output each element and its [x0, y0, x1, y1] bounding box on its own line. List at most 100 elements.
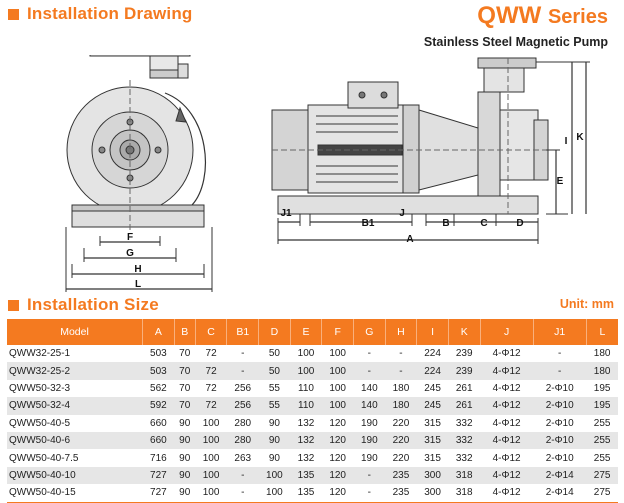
table-cell: 135: [290, 466, 322, 485]
table-cell: 120: [329, 417, 346, 429]
table-cell: 315: [424, 452, 441, 464]
table-cell: 100: [297, 348, 315, 360]
table-cell: 70: [179, 382, 191, 394]
table-cell: 256: [226, 397, 259, 415]
table-cell: 318: [448, 466, 481, 485]
table-cell: 275: [586, 484, 618, 503]
table-cell: 256: [234, 382, 252, 394]
table-cell: 100: [202, 417, 220, 429]
front-top-flange: [89, 55, 191, 57]
table-cell: 90: [268, 452, 280, 464]
table-cell: 4-Φ12: [480, 431, 534, 450]
dim-label-h: H: [134, 264, 141, 275]
table-cell: 660: [142, 431, 175, 450]
table-cell: 190: [353, 431, 386, 450]
table-cell: 2-Φ10: [533, 397, 587, 415]
table-cell: 4-Φ12: [492, 417, 521, 429]
table-cell: -: [226, 362, 259, 380]
dim-label-j1: J1: [280, 208, 292, 219]
table-cell: 220: [385, 431, 417, 450]
table-cell: 132: [297, 452, 315, 464]
model-cell: QWW50-32-3: [9, 382, 71, 394]
table-cell: 4-Φ12: [492, 348, 521, 360]
table-cell: 100: [329, 382, 346, 394]
table-cell: 132: [290, 431, 322, 450]
product-subtitle: Stainless Steel Magnetic Pump: [423, 35, 608, 49]
table-cell: 2-Φ10: [533, 431, 587, 450]
table-cell: 100: [195, 431, 227, 450]
table-cell: 180: [586, 362, 618, 380]
table-cell: 224: [424, 348, 441, 360]
column-header: J: [480, 319, 534, 345]
model-cell: QWW32-25-2: [7, 362, 143, 380]
model-cell: QWW50-40-5: [9, 417, 71, 429]
table-cell: 562: [150, 382, 167, 394]
table-cell: 318: [448, 484, 481, 503]
dim-label-i: I: [565, 136, 568, 147]
dim-label-d: D: [516, 218, 523, 229]
table-cell: 72: [195, 362, 227, 380]
table-cell: 195: [586, 397, 618, 415]
table-cell: 90: [268, 417, 280, 429]
table-cell: 245: [416, 397, 449, 415]
table-cell: 100: [321, 397, 354, 415]
side-base-plate: [277, 195, 539, 215]
model-cell: QWW50-40-15: [7, 484, 143, 503]
table-cell: 727: [142, 484, 175, 503]
table-cell: 140: [353, 397, 386, 415]
table-cell: -: [353, 466, 386, 485]
table-cell: 2-Φ14: [533, 484, 587, 503]
heading-square-icon: [8, 8, 19, 20]
series-main: QWW: [477, 2, 542, 29]
table-cell: 239: [455, 348, 473, 360]
table-cell: 90: [179, 417, 191, 429]
table-cell: 90: [174, 466, 196, 485]
table-cell: 315: [424, 417, 441, 429]
table-cell: 315: [416, 431, 449, 450]
table-cell: 120: [321, 484, 354, 503]
column-header: B: [174, 319, 196, 345]
table-cell: 332: [455, 452, 473, 464]
column-header: H: [385, 319, 418, 345]
table-cell: 2-Φ10: [545, 452, 574, 464]
table-cell: 220: [392, 452, 410, 464]
model-cell: QWW32-25-1: [9, 348, 71, 360]
table-cell: 132: [297, 417, 315, 429]
dim-label-e: E: [557, 176, 564, 187]
table-cell: 55: [258, 397, 291, 415]
table-cell: -: [353, 362, 386, 380]
column-header: B1: [226, 319, 260, 345]
table-cell: 261: [448, 397, 481, 415]
table-cell: 4-Φ12: [492, 452, 521, 464]
terminal-box: [347, 81, 399, 109]
table-cell: 4-Φ12: [480, 362, 534, 380]
table-cell: 239: [448, 362, 481, 380]
table-cell: 255: [593, 417, 611, 429]
column-header: F: [321, 319, 354, 345]
table-cell: 120: [321, 466, 354, 485]
column-header: I: [416, 319, 449, 345]
dim-label-j: J: [399, 208, 405, 219]
table-cell: 100: [329, 348, 346, 360]
dim-label-g: G: [126, 248, 134, 259]
column-header: L: [586, 319, 618, 345]
table-cell: 2-Φ14: [533, 466, 587, 485]
model-cell: QWW50-40-10: [7, 466, 143, 485]
table-cell: 255: [586, 431, 618, 450]
table-cell: 110: [298, 382, 314, 394]
pump-installation-drawing: F G H L J1 B1 J B C D A E I K: [65, 55, 590, 292]
column-header: A: [142, 319, 175, 345]
table-cell: 727: [142, 466, 175, 485]
table-cell: 245: [424, 382, 441, 394]
table-cell: -: [533, 362, 587, 380]
table-cell: 2-Φ10: [545, 417, 574, 429]
table-cell: 70: [179, 348, 191, 360]
table-cell: 280: [234, 417, 252, 429]
column-header: Model: [7, 319, 144, 345]
table-cell: 70: [174, 362, 196, 380]
table-cell: -: [353, 484, 386, 503]
